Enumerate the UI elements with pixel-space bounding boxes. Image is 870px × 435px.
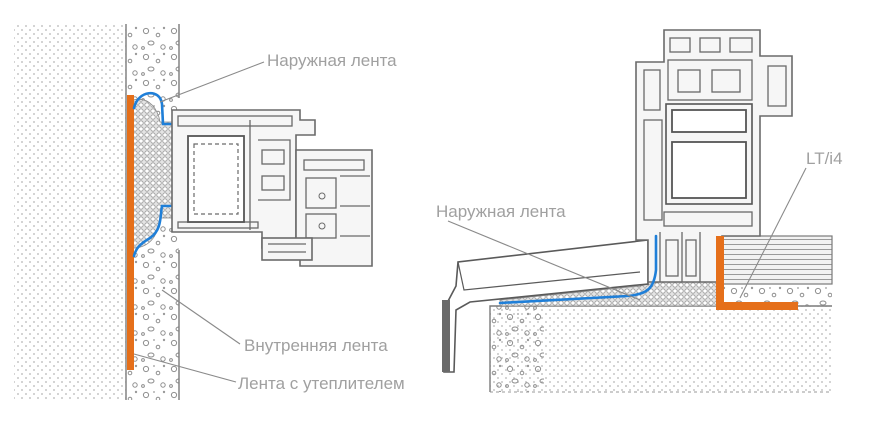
left-detail <box>14 24 373 400</box>
right-leaders <box>447 167 807 301</box>
label-lt-i4: LT/i4 <box>806 149 843 168</box>
sill-wall-aggregate <box>490 306 544 392</box>
drip-profile <box>261 237 313 261</box>
left-leaders <box>133 61 265 383</box>
interior-sill-board <box>721 235 833 285</box>
insulated-tape-strip <box>127 95 134 370</box>
glass-pane-top <box>671 109 747 133</box>
reinforcement <box>193 143 239 215</box>
wall-masonry <box>14 24 126 400</box>
external-sill-edge <box>442 300 450 372</box>
lt-i4-tape <box>716 236 798 310</box>
sill-wall <box>490 306 832 392</box>
label-inner-tape: Внутренняя лента <box>244 336 388 355</box>
glass-pane-main <box>671 141 747 199</box>
external-sill-inner <box>457 261 641 291</box>
outer-tape-left-lower <box>132 204 178 258</box>
outer-tape-left <box>132 91 178 126</box>
label-outer-tape-left: Наружная лента <box>267 51 397 70</box>
frame-chamber <box>187 135 245 223</box>
drip-details <box>268 243 306 253</box>
label-insulated-tape: Лента с утеплителем <box>238 374 405 393</box>
label-outer-tape-right: Наружная лента <box>436 202 566 221</box>
sill-base-aggregate <box>722 284 832 306</box>
outer-tape-right <box>498 234 658 305</box>
right-detail <box>442 29 833 393</box>
